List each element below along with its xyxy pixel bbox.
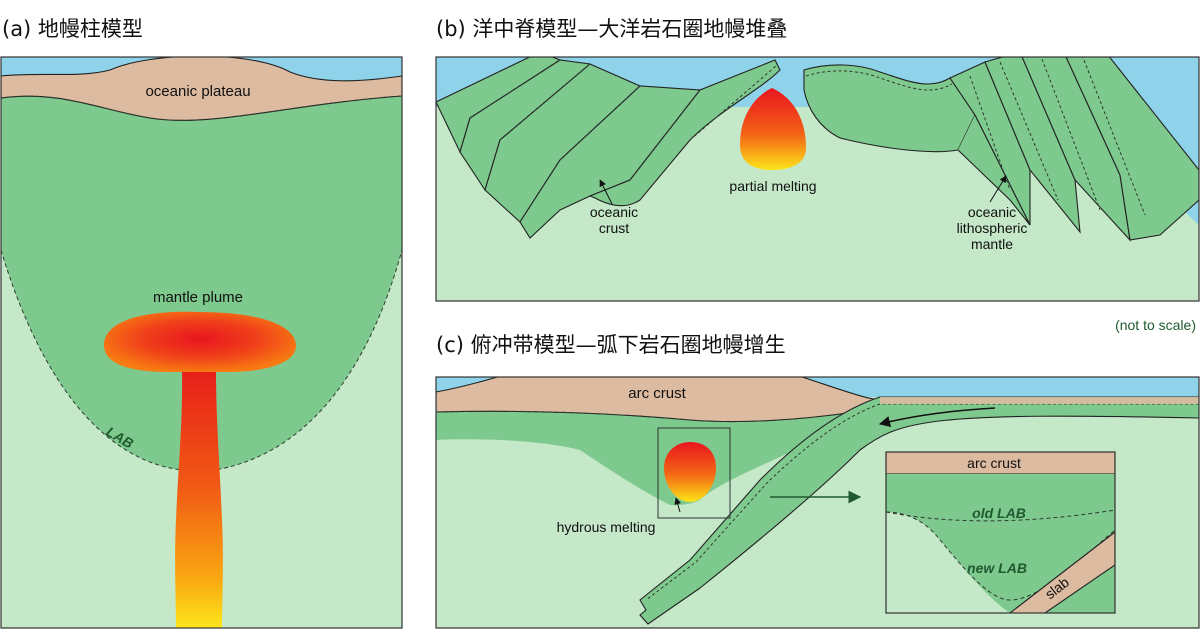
moho-line <box>1 95 402 121</box>
pointer-arrow-icon <box>599 179 613 205</box>
subducting-slab <box>639 396 1199 625</box>
inset-slab <box>1009 531 1115 613</box>
old-lab-line <box>886 509 1115 522</box>
panel-c-frame <box>435 376 1200 629</box>
lab-line <box>1 249 402 472</box>
panel-b-title: (b) 洋中脊模型—大洋岩石圈地幔堆叠 <box>436 17 787 41</box>
hydrous-melt <box>664 442 716 502</box>
inset: arc crust old LAB new LAB slab <box>885 451 1116 614</box>
new-lab-label: new LAB <box>967 560 1027 576</box>
overriding-lithosphere <box>436 398 900 505</box>
lithosphere <box>1 96 402 471</box>
plume-head <box>104 311 296 372</box>
mantle-plume-label: mantle plume <box>153 289 243 306</box>
moho-line-c <box>436 410 856 423</box>
panel-a-title: (a) 地幔柱模型 <box>2 17 143 41</box>
partial-melting-label: partial melting <box>729 178 816 194</box>
panel-c: (c) 俯冲带模型—弧下岩石圈地幔增生 arc crust hydrous me… <box>435 333 1200 629</box>
panel-b: (b) 洋中脊模型—大洋岩石圈地幔堆叠 <box>435 17 1200 302</box>
partial-melt <box>740 88 806 170</box>
arc-crust-label: arc crust <box>628 385 686 402</box>
panel-b-frame <box>435 56 1200 302</box>
oceanic-plateau-label: oceanic plateau <box>145 83 250 100</box>
pointer-arrow-icon <box>674 497 682 513</box>
panel-a-frame <box>0 56 403 629</box>
inset-frame <box>885 451 1116 614</box>
right-stack <box>803 57 1199 242</box>
plume-tail <box>175 372 223 628</box>
inset-arc-crust-label: arc crust <box>967 455 1021 471</box>
left-stack <box>436 57 781 239</box>
oceanic-crust-label-1: oceanic <box>590 204 638 220</box>
panel-a: (a) 地幔柱模型 oceanic plateau mantle plume L… <box>0 17 403 629</box>
old-lab-label: old LAB <box>972 505 1026 521</box>
pointer-arrow-icon <box>989 175 1007 203</box>
slab-crust-line <box>645 403 1199 601</box>
flow-arrow-icon <box>878 407 996 427</box>
scale-note: (not to scale) <box>1115 317 1196 333</box>
olm-label-2: lithospheric <box>957 220 1028 236</box>
olm-label-1: oceanic <box>968 204 1016 220</box>
panel-c-title: (c) 俯冲带模型—弧下岩石圈地幔增生 <box>436 333 786 357</box>
olm-label-3: mantle <box>971 236 1013 252</box>
zoom-box <box>657 427 731 519</box>
hydrous-melting-label: hydrous melting <box>557 519 656 535</box>
oceanic-crust-label-2: crust <box>599 220 629 236</box>
